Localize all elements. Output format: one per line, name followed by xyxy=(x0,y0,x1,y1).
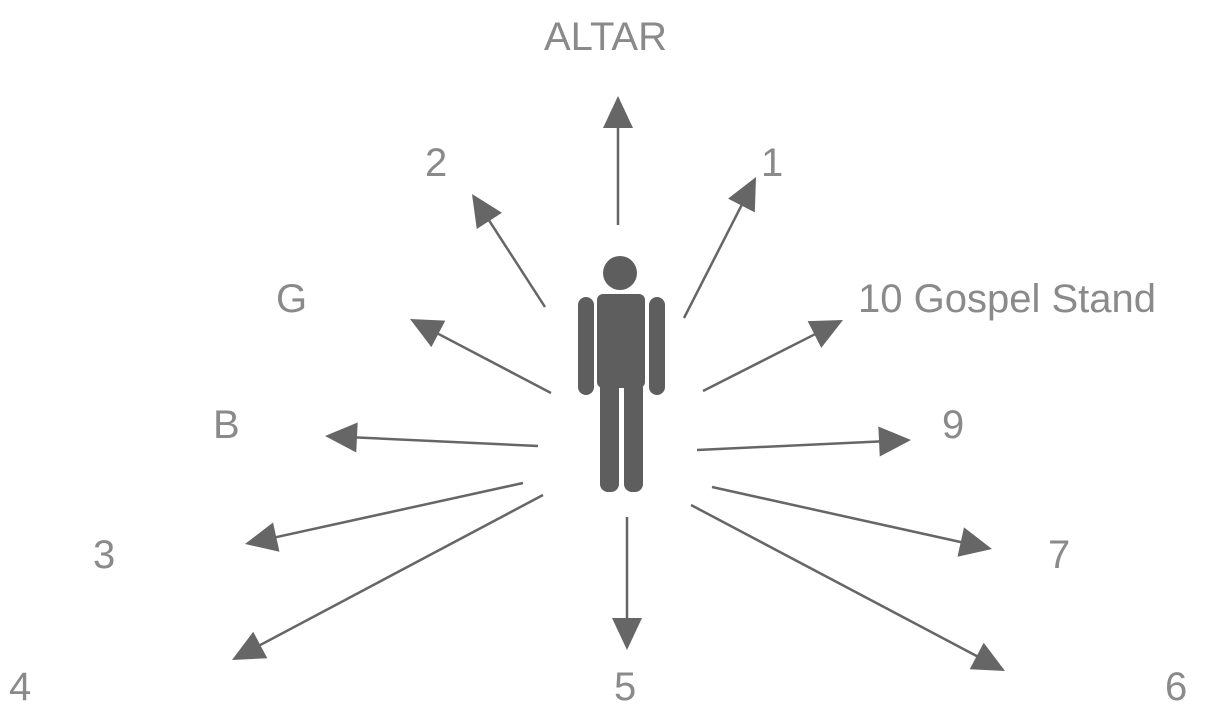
arrow-1-head xyxy=(728,177,756,213)
direction-label-5: 5 xyxy=(614,665,637,709)
arrow-9-shaft xyxy=(696,440,882,452)
figure-left-leg xyxy=(600,380,619,492)
arrow-7-head xyxy=(957,527,992,557)
arrow-1-shaft xyxy=(682,203,744,319)
arrow-6 xyxy=(690,503,1005,671)
arrow-g-head xyxy=(410,319,446,348)
figure-right-arm xyxy=(649,297,665,395)
arrow-4-head xyxy=(232,631,268,660)
arrow-10 xyxy=(702,320,843,393)
arrow-altar-head xyxy=(603,96,633,128)
arrow-2-shaft xyxy=(487,218,547,308)
arrow-3-shaft xyxy=(274,481,524,539)
arrow-b-head xyxy=(325,422,358,453)
direction-label-b: B xyxy=(213,403,240,447)
arrow-5 xyxy=(612,517,642,650)
direction-label-g: G xyxy=(276,277,308,321)
gospel-stand-label: 10 Gospel Stand xyxy=(858,277,1156,321)
arrows-group xyxy=(232,96,1005,671)
altar-label: ALTAR xyxy=(544,15,667,59)
arrow-5-head xyxy=(612,618,642,650)
direction-label-7: 7 xyxy=(1048,533,1071,577)
arrow-9 xyxy=(696,426,911,457)
person-figure xyxy=(578,256,665,492)
figure-head xyxy=(603,256,637,290)
direction-label-3: 3 xyxy=(93,533,116,577)
direction-label-2: 2 xyxy=(425,141,448,185)
arrow-7 xyxy=(711,485,992,557)
arrow-9-head xyxy=(878,426,911,457)
figure-torso xyxy=(597,294,645,388)
figure-right-leg xyxy=(624,380,643,492)
arrow-1 xyxy=(682,177,756,319)
arrow-6-head xyxy=(969,642,1005,671)
arrow-10-shaft xyxy=(702,332,817,393)
arrow-2-head xyxy=(472,194,502,230)
arrow-2 xyxy=(472,194,547,308)
direction-label-1: 1 xyxy=(761,141,784,185)
arrow-4-shaft xyxy=(257,493,544,648)
arrow-3 xyxy=(245,481,524,552)
direction-label-6: 6 xyxy=(1165,665,1188,709)
arrow-g xyxy=(410,319,552,395)
arrow-4 xyxy=(232,493,544,660)
arrow-b xyxy=(325,422,539,453)
arrow-7-shaft xyxy=(711,485,963,544)
arrow-10-head xyxy=(807,320,843,348)
direction-label-9: 9 xyxy=(942,403,965,447)
arrow-3-head xyxy=(245,522,280,552)
figure-left-arm xyxy=(578,297,594,395)
arrow-g-shaft xyxy=(435,331,552,395)
direction-label-4: 4 xyxy=(9,665,32,709)
arrow-6-shaft xyxy=(690,503,980,659)
arrow-b-shaft xyxy=(354,436,539,448)
arrow-altar xyxy=(603,96,633,225)
